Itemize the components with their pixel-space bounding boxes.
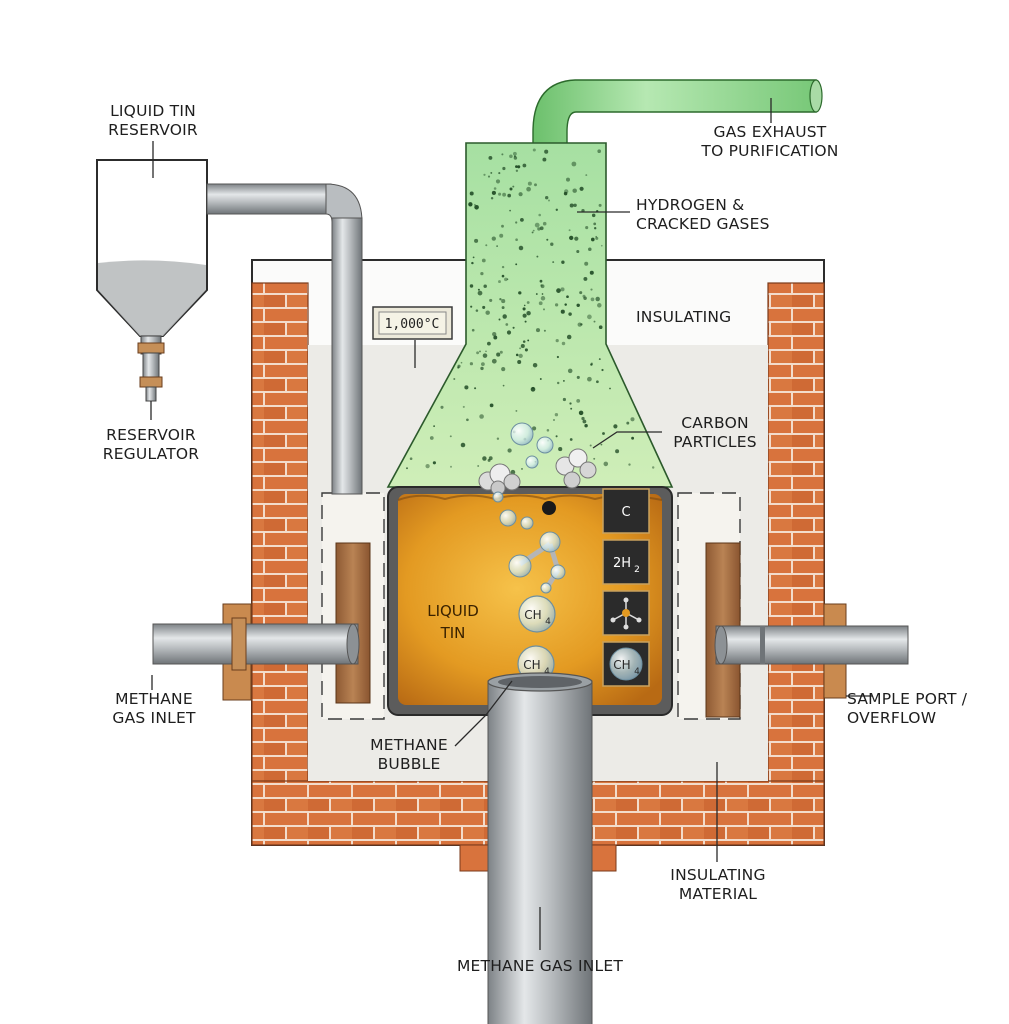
liquid-tin-label-2: TIN — [440, 624, 466, 642]
temperature-readout: 1,000°C — [385, 317, 440, 332]
gas-bubble-icon — [492, 422, 554, 530]
svg-text:4: 4 — [544, 667, 550, 677]
liquid-tin-label-1: LIQUID — [427, 602, 479, 620]
thermometer-display-icon: 1,000°C — [372, 306, 453, 340]
label-methane-gas-inlet-bottom: METHANE GAS INLET — [456, 957, 624, 975]
sample-port-pipe — [715, 625, 909, 665]
gas-collection-column — [386, 142, 674, 488]
svg-text:4: 4 — [634, 667, 640, 677]
reservoir-regulator-valve — [137, 342, 165, 354]
left-methane-inlet-pipe — [152, 623, 359, 665]
right-brick-wall — [767, 282, 825, 846]
tin-feed-pipe — [206, 183, 332, 215]
hydrogen-molecule-icon — [508, 531, 566, 594]
label-sample-port-overflow: SAMPLE PORT /OVERFLOW — [847, 690, 968, 727]
svg-text:C: C — [621, 505, 630, 520]
carbon-particle-icon — [478, 448, 597, 515]
svg-text:2H: 2H — [613, 556, 631, 571]
svg-text:CH: CH — [613, 658, 630, 672]
svg-text:CH: CH — [524, 608, 541, 622]
hydrogen-badge: 2H 2 — [602, 539, 650, 585]
leader-lines — [150, 98, 872, 950]
methane-molecule-icon: CH 4 — [518, 595, 556, 633]
bottom-methane-inlet-pipe — [487, 680, 593, 1024]
methane-badge: CH 4 — [602, 641, 650, 687]
left-heating-element — [335, 542, 371, 704]
left-brick-wall — [251, 282, 309, 846]
svg-text:2: 2 — [634, 565, 640, 575]
svg-text:CH: CH — [523, 658, 540, 672]
methane-structure-badge — [602, 590, 650, 636]
label-hydrogen-cracked-gases: HYDROGEN &CRACKED GASES — [636, 196, 770, 233]
carbon-badge: C — [602, 488, 650, 534]
gas-particles — [406, 148, 655, 475]
svg-text:4: 4 — [545, 617, 551, 627]
label-insulating: INSULATING — [636, 308, 732, 326]
